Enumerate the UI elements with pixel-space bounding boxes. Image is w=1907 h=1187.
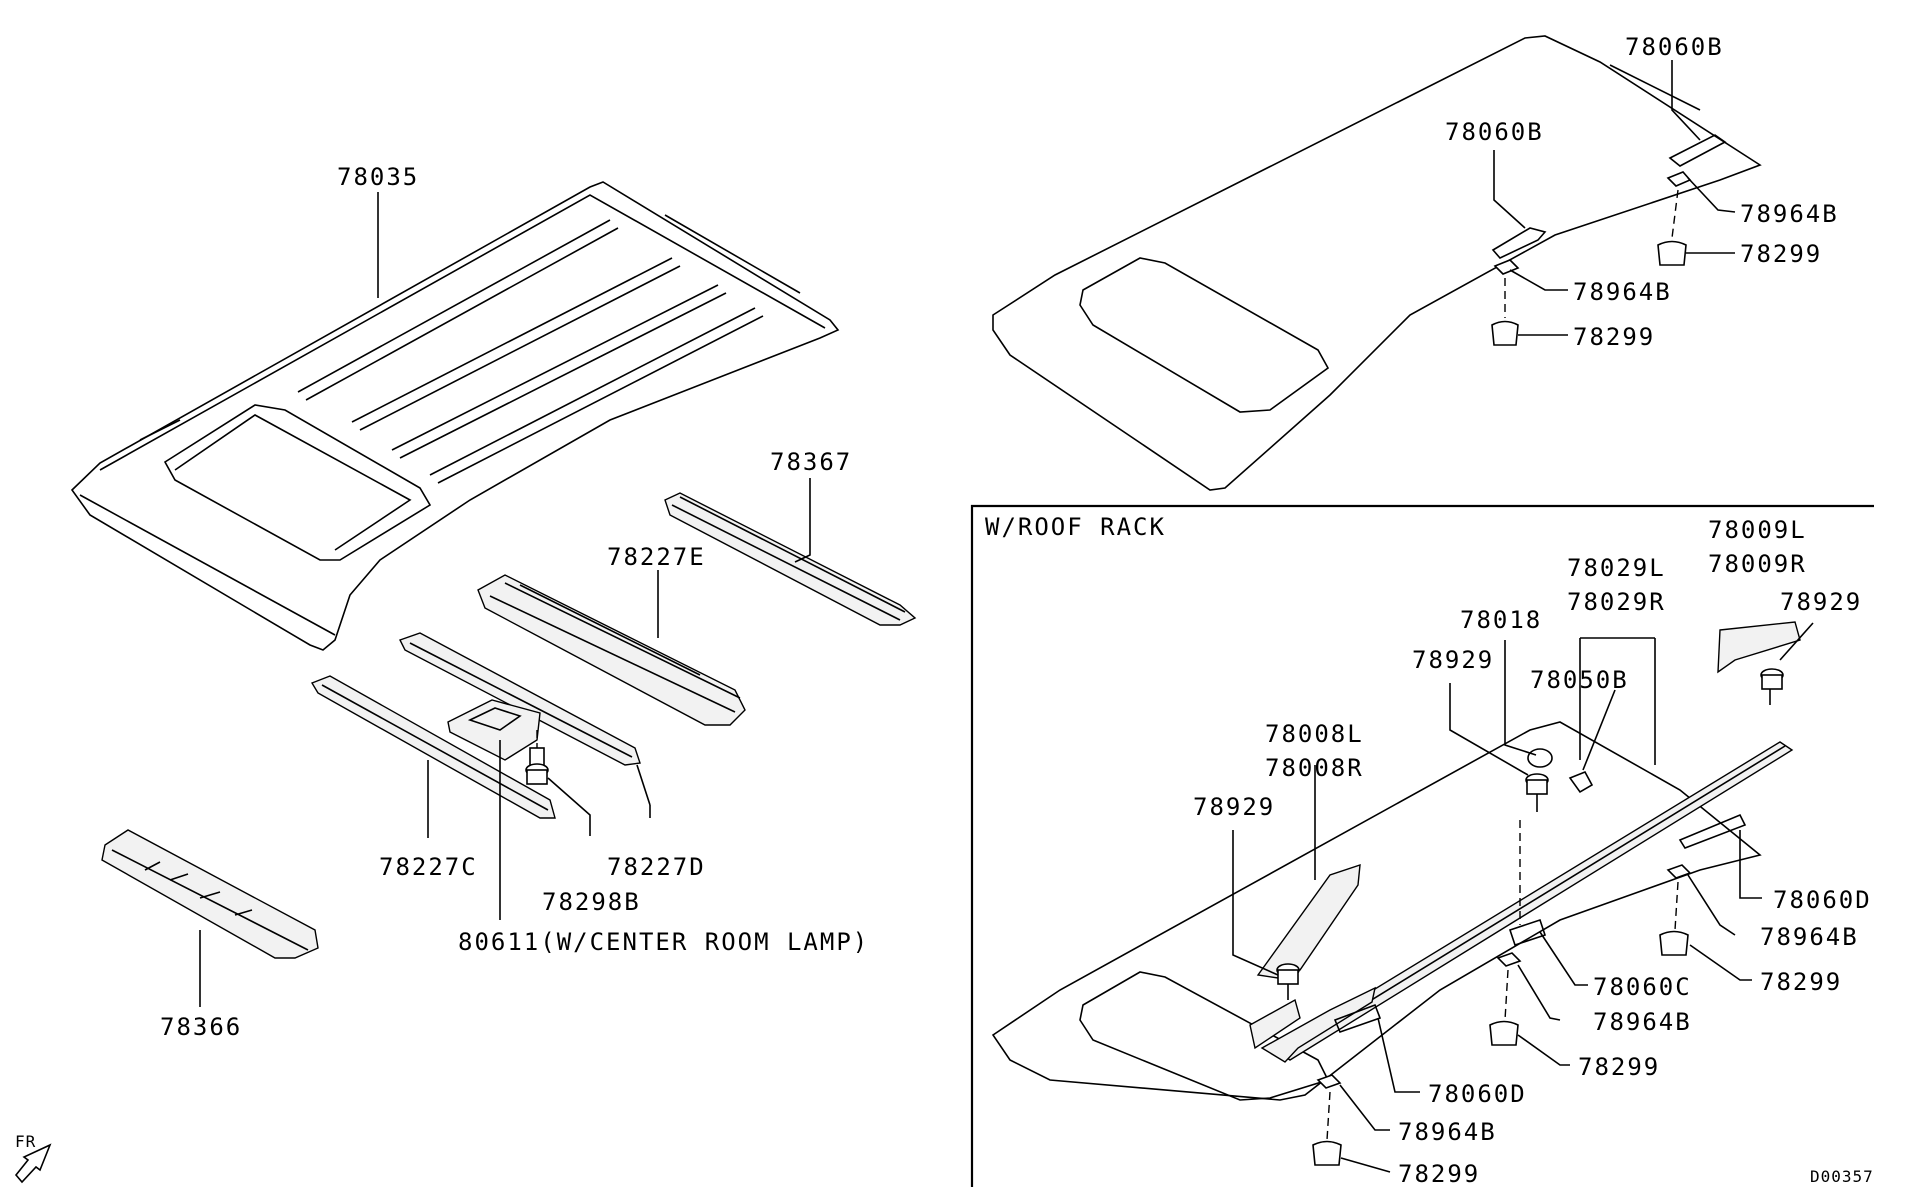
label-78929-a: 78929 (1780, 588, 1862, 616)
label-78029R: 78029R (1567, 588, 1666, 616)
roof-panel-78035 (70, 181, 840, 651)
label-78964B-rack-b: 78964B (1593, 1008, 1692, 1036)
label-78964B-rack-c: 78964B (1398, 1118, 1497, 1146)
label-78299-rack-a: 78299 (1760, 968, 1842, 996)
label-78060C: 78060C (1593, 973, 1692, 1001)
label-78929-b: 78929 (1412, 646, 1494, 674)
label-78299-b: 78299 (1740, 240, 1822, 268)
label-rack-title: W/ROOF RACK (985, 513, 1166, 541)
label-78060D-b: 78060D (1428, 1080, 1527, 1108)
rail-78366 (101, 829, 319, 959)
label-78029L: 78029L (1567, 554, 1666, 582)
label-78060D-a: 78060D (1773, 886, 1872, 914)
roof-rack-inset (970, 504, 1874, 1187)
label-78008L: 78008L (1265, 720, 1364, 748)
label-78298B: 78298B (542, 888, 641, 916)
label-78964B-b: 78964B (1740, 200, 1839, 228)
label-78929-c: 78929 (1193, 793, 1275, 821)
label-78227E: 78227E (607, 543, 706, 571)
lamp-bracket-80611 (447, 699, 541, 761)
headlining-panel (992, 35, 1762, 491)
label-78008R: 78008R (1265, 754, 1364, 782)
label-78018: 78018 (1460, 606, 1542, 634)
label-78366: 78366 (160, 1013, 242, 1041)
rail-78367 (664, 492, 917, 626)
label-80611: 80611(W/CENTER ROOM LAMP) (458, 928, 869, 956)
label-78964B-rack-a: 78964B (1760, 923, 1859, 951)
label-78009L: 78009L (1708, 516, 1807, 544)
front-arrow-icon (14, 1143, 52, 1184)
bolt-78929-b (1525, 773, 1549, 812)
label-fr: FR (15, 1132, 36, 1151)
label-78035: 78035 (337, 163, 419, 191)
label-78060B-a: 78060B (1445, 118, 1544, 146)
rack-headlining (991, 621, 1814, 1173)
rail-78227D (399, 632, 641, 766)
label-78299-rack-b: 78299 (1578, 1053, 1660, 1081)
rail-78227C (310, 675, 556, 819)
label-78060B-b: 78060B (1625, 33, 1724, 61)
left-leaders (199, 192, 811, 1007)
label-78050B: 78050B (1530, 666, 1629, 694)
label-78009R: 78009R (1708, 550, 1807, 578)
bolt-78929-a (1760, 668, 1784, 705)
label-78227C: 78227C (379, 853, 478, 881)
rail-78227E (477, 574, 746, 726)
label-diagram-code: D00357 (1810, 1167, 1874, 1186)
label-78367: 78367 (770, 448, 852, 476)
bolt-78929-c (1276, 963, 1300, 1000)
label-78299-rack-c: 78299 (1398, 1160, 1480, 1187)
label-78227D: 78227D (607, 853, 706, 881)
bolt-78298B (525, 730, 549, 785)
label-78299-a: 78299 (1573, 323, 1655, 351)
label-78964B-a: 78964B (1573, 278, 1672, 306)
labels: 78035 78367 78227E 78227C 78227D 78298B … (15, 33, 1874, 1187)
